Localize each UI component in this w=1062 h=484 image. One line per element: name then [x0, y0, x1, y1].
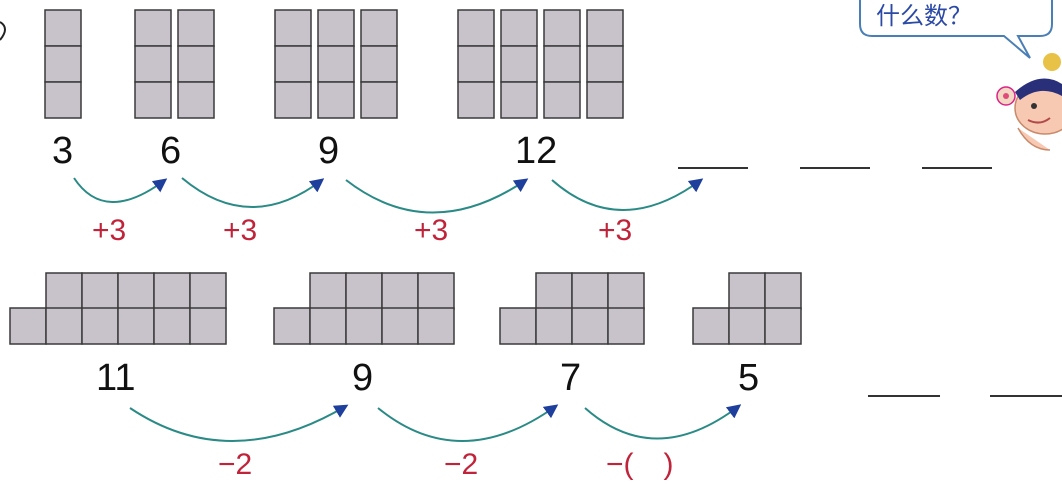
row1-group4-block	[501, 10, 537, 46]
row1-op-3: +3	[414, 214, 448, 247]
row2-group4-block	[765, 308, 801, 344]
row2-group3-block	[608, 273, 644, 309]
row1-group4-block	[587, 46, 623, 82]
row1-number-1: 3	[52, 130, 73, 172]
row1-group3-block	[318, 82, 354, 118]
row1-number-3: 9	[318, 130, 339, 172]
row2-group1-block	[154, 273, 190, 309]
row1-arc-3	[346, 180, 526, 213]
row2-group2-block	[310, 308, 346, 344]
row2-group1-block	[82, 273, 118, 309]
row1-group3-block	[275, 46, 311, 82]
row1-group2-block	[135, 82, 171, 118]
row1-group2-block	[178, 46, 214, 82]
row1-op-2: +3	[223, 214, 257, 247]
row2-group3-block	[500, 308, 536, 344]
row1-op-1: +3	[92, 214, 126, 247]
row2-group1-block	[190, 273, 226, 309]
row2-group2-block	[418, 273, 454, 309]
row1-group4-block	[501, 82, 537, 118]
row1-group3-block	[361, 82, 397, 118]
row2-group2-block	[418, 308, 454, 344]
row2-group1-block	[82, 308, 118, 344]
row2-op-3: −( )	[606, 448, 674, 481]
row1-group4-block	[458, 10, 494, 46]
row1-group4-block	[544, 46, 580, 82]
row2-op-2: −2	[444, 448, 478, 481]
row2-group1-block	[190, 308, 226, 344]
row1-group3-block	[318, 46, 354, 82]
row2-group1-block	[46, 308, 82, 344]
row1-group2-block	[178, 82, 214, 118]
row1-group3-block	[361, 46, 397, 82]
row2-group4-block	[765, 273, 801, 309]
row1-arc-2	[182, 178, 322, 207]
row1-group4-block	[544, 82, 580, 118]
mascot-illustration	[997, 53, 1062, 150]
row1-group3-block	[361, 10, 397, 46]
row1-number-4: 12	[515, 130, 557, 172]
row2-group1-block	[10, 308, 46, 344]
speech-bubble: 什么数？	[860, 0, 1052, 58]
row1-group1-block	[45, 10, 81, 46]
row1-number-2: 6	[160, 130, 181, 172]
row1-group4-block	[587, 10, 623, 46]
row1-group4-block	[458, 82, 494, 118]
row2-group2-block	[274, 308, 310, 344]
row2-group3-block	[536, 308, 572, 344]
row1-group2-block	[178, 10, 214, 46]
row1-group3-block	[275, 10, 311, 46]
row1-arc-1	[74, 178, 165, 202]
row1-group3-block	[275, 82, 311, 118]
row1-group2-block	[135, 10, 171, 46]
row2-group1-block	[154, 308, 190, 344]
row2-number-4: 5	[738, 357, 759, 399]
row1-group2-block	[135, 46, 171, 82]
row1-group4-block	[501, 46, 537, 82]
row2-arc-1	[130, 406, 346, 441]
row2-group3-block	[572, 273, 608, 309]
row1-group1-block	[45, 82, 81, 118]
mascot-eye	[1031, 103, 1037, 109]
row2-group4-block	[729, 308, 765, 344]
row2-number-1: 11	[96, 357, 135, 399]
row1-group4-block	[544, 10, 580, 46]
row1-group4-block	[587, 82, 623, 118]
row2-group3-block	[572, 308, 608, 344]
row2-group1-block	[118, 308, 154, 344]
row2-group3-block	[536, 273, 572, 309]
row1-op-4: +3	[598, 214, 632, 247]
row1-group4-block	[458, 46, 494, 82]
row2-arc-2	[378, 406, 556, 441]
row2-group1-block	[118, 273, 154, 309]
row2-number-3: 7	[560, 357, 581, 399]
row2-group2-block	[310, 273, 346, 309]
row2-op-1: −2	[218, 448, 252, 481]
row2-group2-block	[346, 273, 382, 309]
row2-group2-block	[346, 308, 382, 344]
row1-block-groups	[45, 10, 623, 118]
row2-group3-block	[608, 308, 644, 344]
bracket-mark	[0, 22, 5, 40]
row2-group4-block	[693, 308, 729, 344]
row1-arc-4	[552, 180, 701, 210]
row2-group1-block	[46, 273, 82, 309]
row1-group1-block	[45, 46, 81, 82]
row2-block-groups	[10, 273, 801, 344]
row2-group2-block	[382, 273, 418, 309]
row1-group3-block	[318, 10, 354, 46]
row2-group4-block	[729, 273, 765, 309]
speech-bubble-text: 什么数？	[876, 2, 972, 30]
halo-icon	[1043, 53, 1061, 71]
row2-number-2: 9	[352, 357, 373, 399]
row2-arc-3	[585, 406, 739, 439]
row2-group2-block	[382, 308, 418, 344]
